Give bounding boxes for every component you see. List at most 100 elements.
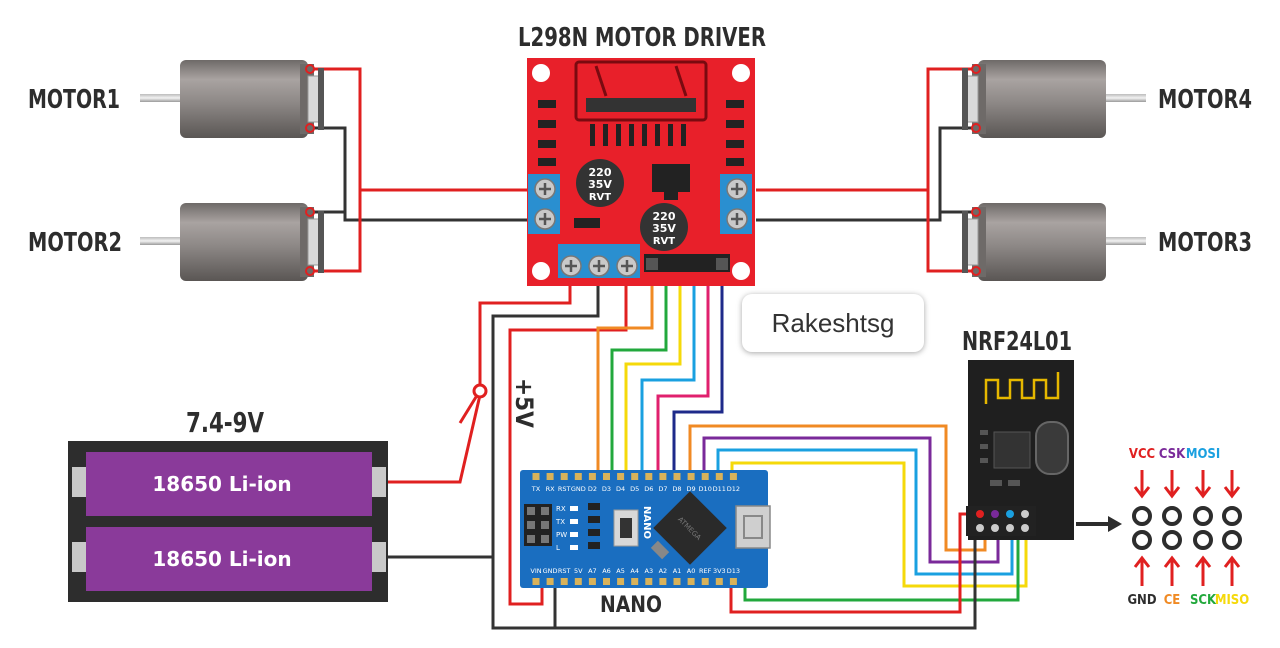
nano-top-pin-label: GND — [571, 485, 586, 493]
nano-top-pin — [687, 473, 695, 480]
supply-label: +5V — [510, 378, 538, 428]
pin-label-csk: CSK — [1159, 447, 1186, 462]
nano-top-pin-label: D2 — [588, 485, 597, 493]
nano-bottom-pin — [617, 578, 625, 585]
nano-bottom-pin-label: D13 — [727, 567, 740, 575]
nano-top-pin — [631, 473, 639, 480]
nano-name: NANO — [600, 593, 662, 618]
nano-bottom-pin — [659, 578, 667, 585]
nano-top-pin — [560, 473, 568, 480]
pin-arrow-head — [1163, 486, 1181, 499]
cap2-code: RVT — [653, 236, 675, 247]
sck-wire-green — [743, 532, 1020, 602]
ce-wire-purple — [702, 436, 1000, 564]
csn-wire-orange — [688, 424, 987, 552]
cap1-voltage: 35V — [588, 178, 612, 191]
nano-bottom-pin — [729, 578, 737, 585]
nrf-pin-dot — [1162, 506, 1182, 526]
pin-label-mosi: MOSI — [1186, 447, 1220, 462]
battery-positive-wire — [386, 276, 572, 484]
battery-voltage-label: 7.4-9V — [186, 406, 264, 439]
driver-signal-header — [644, 254, 730, 272]
driver-title: L298N MOTOR DRIVER — [518, 23, 766, 53]
pin-arrow-head — [1223, 486, 1241, 499]
nano-board-text: NANO — [641, 506, 652, 539]
nano-led-l: L — [556, 544, 560, 552]
ground-wire — [386, 276, 600, 559]
nrf24l01-module — [966, 360, 1074, 540]
in2-wire-yellow — [624, 272, 682, 474]
pin-label-ce: CE — [1164, 593, 1181, 608]
nano-bottom-pin-label: 5V — [574, 567, 583, 575]
motor1-red-wire — [310, 67, 528, 192]
nano-top-pin-label: D10 — [699, 485, 712, 493]
pin-label-gnd: GND — [1127, 593, 1156, 608]
nano-bottom-pin-label: A1 — [673, 567, 682, 575]
nano-bottom-pin-label: A3 — [645, 567, 654, 575]
nano-top-pin — [673, 473, 681, 480]
nrf-pin-dot — [1222, 506, 1242, 526]
nano-top-pin — [729, 473, 737, 480]
signal-wires — [596, 272, 724, 474]
motor3-red-wire — [926, 190, 975, 273]
driver-terminal-left — [528, 174, 560, 234]
nano-bottom-pin — [560, 578, 568, 585]
nano-bottom-pin — [588, 578, 596, 585]
nano-top-pin — [546, 473, 554, 480]
nrf-pin-dot — [1193, 506, 1213, 526]
nrf-pin-dot — [1222, 530, 1242, 550]
nano-bottom-pin-label: VIN — [530, 567, 541, 575]
cap1-code: RVT — [589, 192, 611, 203]
nano-top-pin — [603, 473, 610, 480]
motor3 — [962, 203, 1146, 281]
motor1-black-wire — [310, 126, 528, 222]
motor4-label: MOTOR4 — [1158, 85, 1252, 115]
nano-top-pin-label: D9 — [687, 485, 696, 493]
pin-arrow-head — [1133, 486, 1151, 499]
nrf-pin-dot — [1132, 530, 1152, 550]
nano-bottom-pin — [574, 578, 582, 585]
motor1 — [140, 60, 324, 138]
nano-top-pin — [617, 473, 625, 480]
nano-bottom-pin-label: RST — [558, 567, 571, 575]
nano-bottom-pin-label: REF — [699, 567, 712, 575]
nano-top-pin — [645, 473, 653, 480]
cap2-voltage: 35V — [652, 222, 676, 235]
motor2-red-wire — [310, 190, 362, 273]
nano-top-pin — [715, 473, 723, 480]
pin-arrow-head — [1163, 555, 1181, 568]
motor4-black-wire — [756, 126, 975, 222]
nano-bottom-pin — [546, 578, 554, 585]
nano-top-pin-label: RX — [546, 485, 556, 493]
nano-bottom-pin — [631, 578, 639, 585]
mosi-wire-blue — [716, 448, 1014, 576]
nano-bottom-pin — [687, 578, 695, 585]
nrf-pinout: VCC CSK MOSI GND CE SCK MISO — [1127, 447, 1249, 608]
five-volt-wire — [508, 276, 628, 606]
pinout-arrow — [1076, 516, 1122, 532]
nano-top-pin-label: D6 — [644, 485, 653, 493]
nano-top-pin-label: D12 — [727, 485, 740, 493]
nano-bottom-pin — [715, 578, 723, 585]
pin-dots — [1132, 506, 1242, 550]
nrf-pin-dot — [1193, 530, 1213, 550]
nrf-pin-dot — [1162, 530, 1182, 550]
driver-terminal-power — [558, 244, 640, 278]
in3-wire-blue — [640, 272, 696, 474]
motor-wires — [310, 67, 975, 273]
motor2 — [140, 203, 324, 281]
nano-top-pin-label: TX — [531, 485, 541, 493]
nano-bottom-pin — [645, 578, 653, 585]
enb-wire-navy — [672, 272, 724, 474]
nano-top-pin-label: D4 — [616, 485, 625, 493]
nano-bottom-pin-label: GND — [543, 567, 558, 575]
motor3-label: MOTOR3 — [1158, 228, 1252, 258]
in1-wire-green — [610, 272, 668, 474]
pin-label-sck: SCK — [1190, 593, 1217, 608]
nano-top-pin — [659, 473, 667, 480]
nano-top-pin-label: D3 — [602, 485, 611, 493]
power-switch — [458, 383, 488, 424]
